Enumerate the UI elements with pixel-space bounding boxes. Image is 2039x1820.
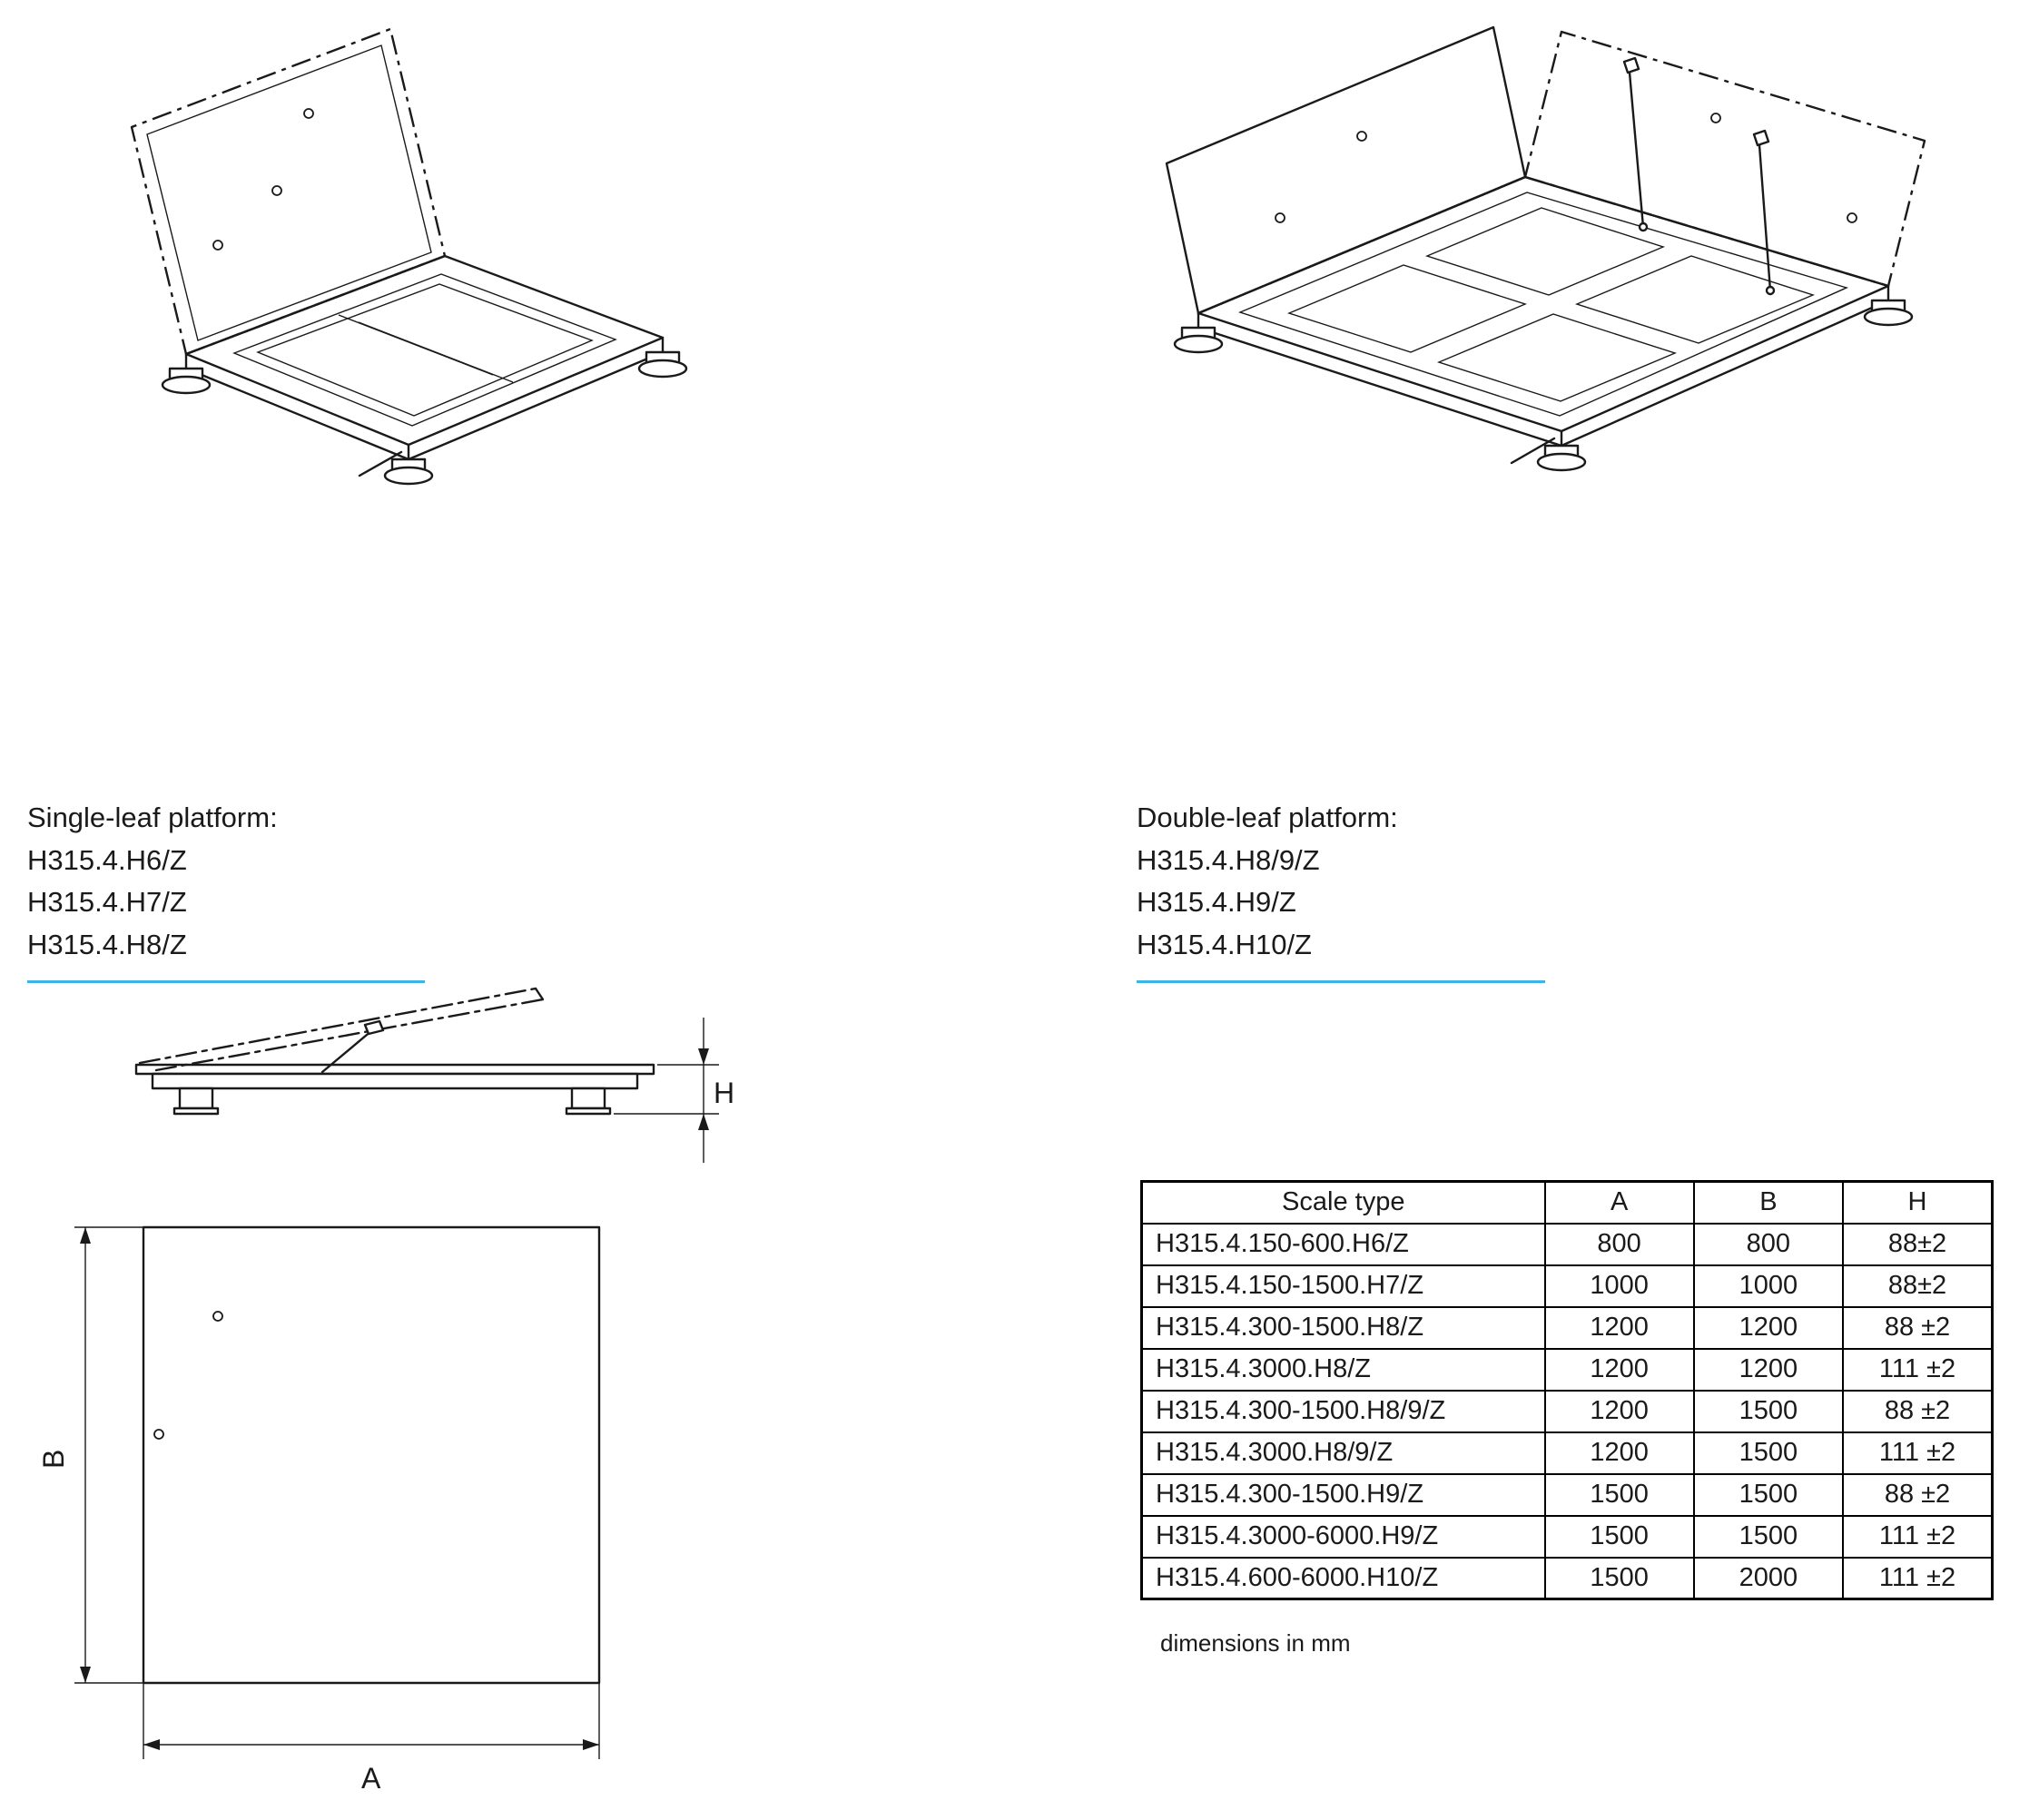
model-code: H315.4.H8/Z — [27, 928, 187, 960]
cell-h: 111 ±2 — [1842, 1431, 1994, 1475]
lid-hole — [1275, 212, 1285, 223]
lift-handle — [1510, 437, 1556, 465]
cell-a: 1200 — [1543, 1431, 1695, 1475]
top-view-drawing: B A — [37, 1225, 601, 1795]
cell-h: 111 ±2 — [1842, 1556, 1994, 1600]
cell-scale-type: H315.4.3000.H8/Z — [1140, 1347, 1546, 1392]
lid-hole — [212, 240, 223, 251]
col-header-a: A — [1543, 1180, 1695, 1225]
lid-hole — [1710, 113, 1721, 123]
dimension-h: H — [614, 1018, 734, 1163]
accent-underline — [27, 980, 425, 983]
table-row: H315.4.3000.H8/Z 1200 1200 111 ±2 — [1140, 1347, 1994, 1392]
table-row: H315.4.300-1500.H8/Z 1200 1200 88 ±2 — [1140, 1305, 1994, 1350]
cell-a: 1200 — [1543, 1389, 1695, 1433]
col-header-scale-type: Scale type — [1140, 1180, 1546, 1225]
accent-underline — [1137, 980, 1545, 983]
platform-top — [142, 1225, 601, 1685]
cell-b: 1500 — [1692, 1514, 1845, 1559]
cell-h: 88 ±2 — [1842, 1472, 1994, 1517]
cell-scale-type: H315.4.300-1500.H9/Z — [1140, 1472, 1546, 1517]
dim-label-h: H — [714, 1077, 734, 1109]
cell-b: 2000 — [1692, 1556, 1845, 1600]
open-lid — [130, 27, 447, 356]
open-lid-side — [138, 987, 545, 1074]
cell-scale-type: H315.4.300-1500.H8/Z — [1140, 1305, 1546, 1350]
table-row: H315.4.3000-6000.H9/Z 1500 1500 111 ±2 — [1140, 1514, 1994, 1559]
gas-strut — [1622, 56, 1649, 232]
model-code: H315.4.H10/Z — [1137, 928, 1312, 960]
model-code: H315.4.H8/9/Z — [1137, 843, 1320, 876]
cell-b: 1500 — [1692, 1472, 1845, 1517]
side-view-drawing: H — [134, 987, 734, 1163]
double-leaf-label-block: Double-leaf platform: H315.4.H8/9/Z H315… — [1137, 797, 1572, 983]
cell-b: 1500 — [1692, 1431, 1845, 1475]
dim-label-b: B — [37, 1450, 70, 1469]
cell-h: 88±2 — [1842, 1222, 1994, 1266]
adjustable-feet — [1173, 299, 1914, 472]
cell-b: 1200 — [1692, 1347, 1845, 1392]
cell-h: 88±2 — [1842, 1264, 1994, 1308]
dimension-a: A — [143, 1683, 600, 1795]
table-row: H315.4.3000.H8/9/Z 1200 1500 111 ±2 — [1140, 1431, 1994, 1475]
open-lid-left — [1165, 25, 1527, 315]
single-leaf-drawing — [130, 27, 688, 486]
dimensions-note: dimensions in mm — [1160, 1629, 1351, 1657]
cell-a: 800 — [1543, 1222, 1695, 1266]
lid-hole — [303, 108, 314, 119]
single-leaf-label-block: Single-leaf platform: H315.4.H6/Z H315.4… — [27, 797, 445, 983]
cell-scale-type: H315.4.3000.H8/9/Z — [1140, 1431, 1546, 1475]
lid-hole — [1356, 131, 1367, 142]
col-header-b: B — [1692, 1180, 1845, 1225]
cell-scale-type: H315.4.3000-6000.H9/Z — [1140, 1514, 1546, 1559]
cell-h: 111 ±2 — [1842, 1347, 1994, 1392]
model-code: H315.4.H6/Z — [27, 843, 187, 876]
cell-b: 1000 — [1692, 1264, 1845, 1308]
lid-hole — [271, 185, 282, 196]
cell-h: 111 ±2 — [1842, 1514, 1994, 1559]
cell-a: 1500 — [1543, 1472, 1695, 1517]
cell-scale-type: H315.4.150-600.H6/Z — [1140, 1222, 1546, 1266]
dimension-b: B — [37, 1226, 143, 1684]
cell-a: 1200 — [1543, 1347, 1695, 1392]
cell-b: 1500 — [1692, 1389, 1845, 1433]
cell-a: 1200 — [1543, 1305, 1695, 1350]
table-row: H315.4.150-1500.H7/Z 1000 1000 88±2 — [1140, 1264, 1994, 1308]
cell-scale-type: H315.4.600-6000.H10/Z — [1140, 1556, 1546, 1600]
col-header-h: H — [1842, 1180, 1994, 1225]
table-row: H315.4.300-1500.H8/9/Z 1200 1500 88 ±2 — [1140, 1389, 1994, 1433]
cell-a: 1000 — [1543, 1264, 1695, 1308]
cell-a: 1500 — [1543, 1514, 1695, 1559]
platform-side — [134, 1063, 655, 1116]
dim-label-a: A — [361, 1762, 381, 1795]
model-code: H315.4.H7/Z — [27, 886, 187, 918]
lid-hole — [153, 1429, 164, 1440]
lid-hole — [212, 1311, 223, 1322]
adjustable-feet — [161, 350, 688, 486]
double-leaf-drawing — [1165, 25, 1926, 472]
single-leaf-title: Single-leaf platform: — [27, 802, 278, 833]
gas-strut — [1752, 129, 1776, 296]
dimensions-table: Scale type A B H H315.4.150-600.H6/Z 800… — [1140, 1180, 1994, 1600]
cell-b: 1200 — [1692, 1305, 1845, 1350]
cell-scale-type: H315.4.150-1500.H7/Z — [1140, 1264, 1546, 1308]
table-header-row: Scale type A B H — [1140, 1180, 1994, 1225]
cell-scale-type: H315.4.300-1500.H8/9/Z — [1140, 1389, 1546, 1433]
lift-handle — [358, 450, 403, 477]
cell-h: 88 ±2 — [1842, 1389, 1994, 1433]
cell-h: 88 ±2 — [1842, 1305, 1994, 1350]
cell-a: 1500 — [1543, 1556, 1695, 1600]
table-row: H315.4.300-1500.H9/Z 1500 1500 88 ±2 — [1140, 1472, 1994, 1517]
table-row: H315.4.600-6000.H10/Z 1500 2000 111 ±2 — [1140, 1556, 1994, 1600]
double-leaf-title: Double-leaf platform: — [1137, 802, 1398, 833]
table-row: H315.4.150-600.H6/Z 800 800 88±2 — [1140, 1222, 1994, 1266]
cell-b: 800 — [1692, 1222, 1845, 1266]
lid-hole — [1847, 212, 1857, 223]
model-code: H315.4.H9/Z — [1137, 886, 1296, 918]
